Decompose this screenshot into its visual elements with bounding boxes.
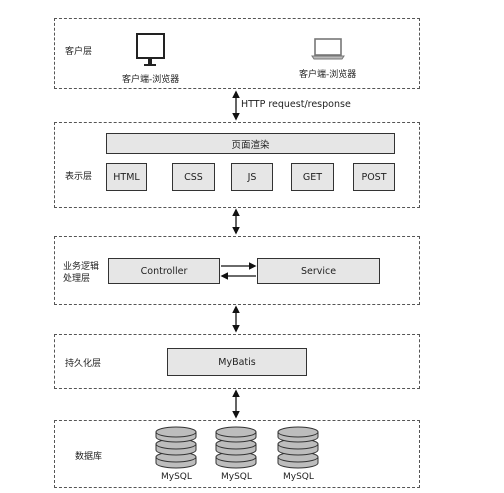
- mysql-database-icon: [277, 426, 319, 469]
- mysql-database-icon: [215, 426, 257, 469]
- client-device-label-laptop: 客户端-浏览器: [299, 70, 357, 80]
- get-box: GET: [291, 163, 334, 191]
- mysql-label-2: MySQL: [221, 472, 252, 482]
- service-box: Service: [257, 258, 380, 284]
- css-box: CSS: [172, 163, 215, 191]
- page-render-box: 页面渲染: [106, 133, 395, 154]
- persistence-layer-label: 持久化层: [65, 359, 102, 369]
- mybatis-box: MyBatis: [167, 348, 307, 376]
- desktop-monitor-icon: [136, 33, 165, 66]
- client-device-label-desktop: 客户端-浏览器: [122, 75, 180, 85]
- data-layer-label: 数据库: [75, 452, 103, 462]
- http-request-response-label: HTTP request/response: [241, 99, 351, 110]
- presentation-layer-label: 表示层: [65, 172, 93, 182]
- mysql-label-1: MySQL: [161, 472, 192, 482]
- controller-box: Controller: [108, 258, 220, 284]
- business-layer-label: 业务逻辑 处理层: [63, 262, 100, 284]
- mysql-database-icon: [155, 426, 197, 469]
- client-layer-label: 客户层: [65, 47, 93, 57]
- js-box: JS: [231, 163, 273, 191]
- html-box: HTML: [106, 163, 147, 191]
- mysql-label-3: MySQL: [283, 472, 314, 482]
- client-layer: [54, 18, 420, 89]
- post-box: POST: [353, 163, 395, 191]
- laptop-icon: [311, 38, 345, 60]
